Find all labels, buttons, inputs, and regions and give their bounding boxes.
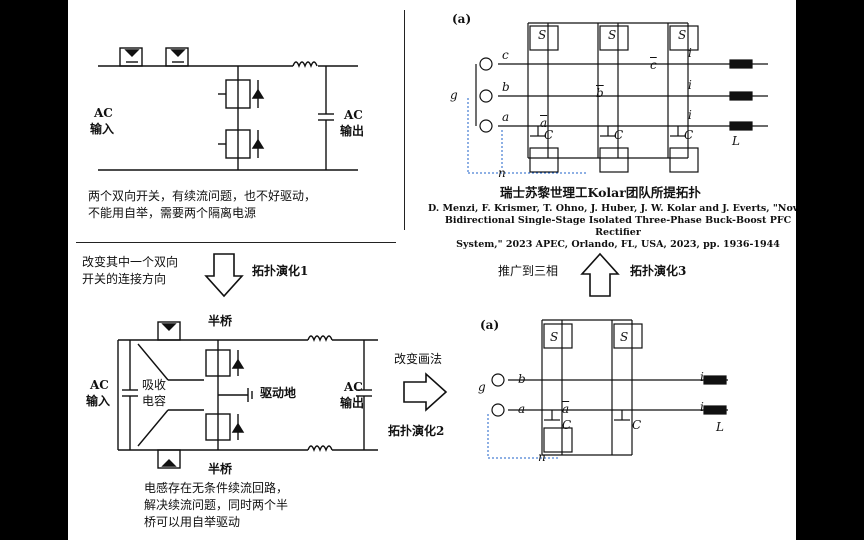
node-label-a-bottom: a xyxy=(518,402,526,416)
ac-output-label-line2: 输出 xyxy=(340,124,365,138)
switch-label-b: S xyxy=(608,28,617,42)
inductor-label-l-bottom: L xyxy=(716,420,724,434)
caption-line: 不能用自举，需要两个隔离电源 xyxy=(88,206,257,220)
reference-citation: D. Menzi, F. Krismer, T. Ohno, J. Huber,… xyxy=(428,203,796,251)
inductor-current-lb: i xyxy=(688,78,692,92)
reference-line: System," 2023 APEC, Orlando, FL, USA, 20… xyxy=(456,239,780,250)
evolution3-left-text: 推广到三相 xyxy=(498,264,559,278)
bar-label-c: c xyxy=(650,58,657,72)
cap-label-b: C xyxy=(614,128,624,142)
ac-input-label-line1: AC xyxy=(90,378,109,392)
half-bridge-top-label: 半桥 xyxy=(208,314,233,328)
switch-label-a-bottom: S xyxy=(550,330,559,344)
ac-output-label-line1: AC xyxy=(344,380,363,394)
evolution2-bottom-text: 拓扑演化2 xyxy=(388,424,445,438)
ac-input-label-line2: 输入 xyxy=(86,394,111,408)
ac-output-label-line2: 输出 xyxy=(340,396,365,410)
inductor-current-lb-bottom: i xyxy=(700,370,704,384)
evolution3-right-text: 拓扑演化3 xyxy=(630,264,687,278)
half-bridge-bottom-label: 半桥 xyxy=(208,462,233,476)
circuit-half-bridge xyxy=(117,321,378,469)
absorb-cap-label-line1: 吸收 xyxy=(142,378,167,392)
panel-label-a: (a) xyxy=(452,12,472,26)
cap-label-a: C xyxy=(544,128,554,142)
right-arrow-evolution2 xyxy=(403,372,448,412)
absorb-cap-label-line2: 电容 xyxy=(142,394,167,408)
switch-label-c: S xyxy=(678,28,687,42)
neutral-label-n-bottom: n xyxy=(538,450,546,464)
node-label-c: c xyxy=(502,48,509,62)
reference-line: D. Menzi, F. Krismer, T. Ohno, J. Huber,… xyxy=(428,203,796,214)
down-arrow-evolution1 xyxy=(204,253,244,298)
evolution2-top-text: 改变画法 xyxy=(394,352,443,366)
ac-output-label-line1: AC xyxy=(344,108,363,122)
bar-label-a: a xyxy=(540,116,548,130)
inductor-current-la: i xyxy=(688,108,692,122)
drive-ground-label: 驱动地 xyxy=(260,386,297,400)
switch-label-b-bottom: S xyxy=(620,330,629,344)
divider-left xyxy=(76,242,396,243)
up-arrow-evolution3 xyxy=(580,252,620,297)
evolution1-left-line: 改变其中一个双向 xyxy=(82,255,179,269)
reference-line: Bidirectional Single-Stage Isolated Thre… xyxy=(444,215,792,238)
bar-label-b: b xyxy=(596,86,604,100)
caption-line: 两个双向开关，有续流问题，也不好驱动， xyxy=(88,189,317,203)
ground-label-g-bottom: g xyxy=(478,380,486,394)
node-label-b: b xyxy=(502,80,510,94)
inductor-current-lc: i xyxy=(688,46,692,60)
bar-label-a-bottom: a xyxy=(562,402,570,416)
slide-canvas: AC 输入 AC 输出 两个双向开关，有续流问题，也不好驱动， 不能用自举，需要… xyxy=(68,0,796,540)
kolar-topology-title: 瑞士苏黎世理工Kolar团队所提拓扑 xyxy=(500,185,701,200)
cap-label-a-bottom: C xyxy=(562,418,572,432)
cap-label-b-bottom: C xyxy=(632,418,642,432)
caption-line: 电感存在无条件续流回路， xyxy=(144,481,289,495)
ground-label-g: g xyxy=(450,88,458,102)
cap-label-c: C xyxy=(684,128,694,142)
evolution1-right-text: 拓扑演化1 xyxy=(252,264,309,278)
neutral-label-n: n xyxy=(498,166,506,180)
ac-input-label-line1: AC xyxy=(94,106,113,120)
ac-input-label-line2: 输入 xyxy=(90,122,115,136)
panel-label-a-bottom: (a) xyxy=(480,318,500,332)
caption-bottom-left: 电感存在无条件续流回路， 解决续流问题，同时两个半 桥可以用自举驱动 xyxy=(144,480,288,531)
evolution1-left-text: 改变其中一个双向 开关的连接方向 xyxy=(82,254,178,288)
circuit-two-bidirectional-switches xyxy=(98,47,358,171)
evolution1-left-line: 开关的连接方向 xyxy=(82,272,167,286)
inductor-label-l: L xyxy=(732,134,740,148)
switch-label-a: S xyxy=(538,28,547,42)
caption-line: 桥可以用自举驱动 xyxy=(144,515,241,529)
divider-vertical xyxy=(404,10,405,230)
caption-top-left: 两个双向开关，有续流问题，也不好驱动， 不能用自举，需要两个隔离电源 xyxy=(88,188,316,222)
circuit-single-phase-redrawn xyxy=(487,319,728,459)
caption-line: 解决续流问题，同时两个半 xyxy=(144,498,289,512)
inductor-current-la-bottom: i xyxy=(700,400,704,414)
circuit-three-phase-kolar xyxy=(467,22,768,174)
node-label-a: a xyxy=(502,110,510,124)
node-label-b-bottom: b xyxy=(518,372,526,386)
